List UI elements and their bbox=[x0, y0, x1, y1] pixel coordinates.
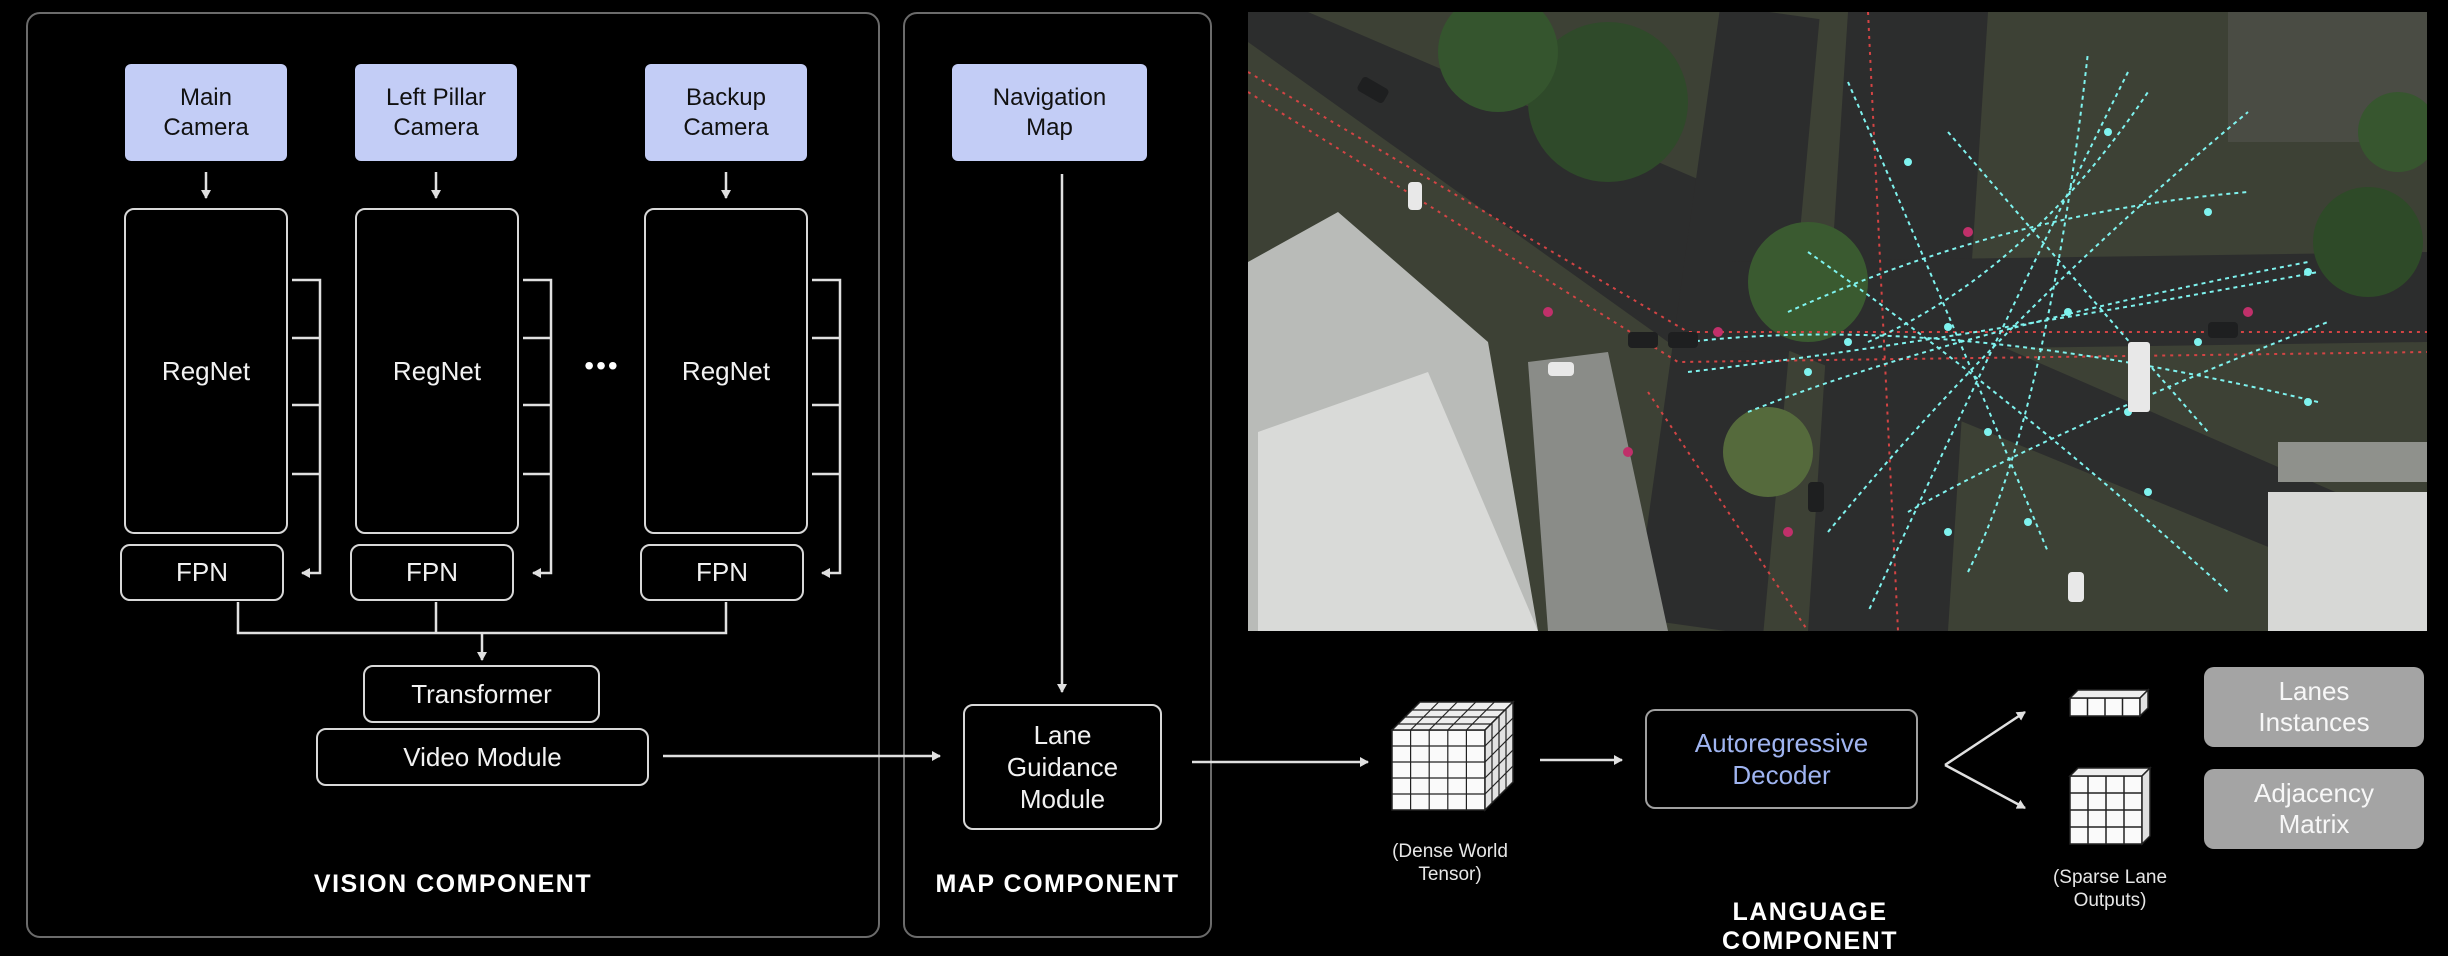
transformer-box: Transformer bbox=[363, 665, 600, 723]
backup-camera-box: Backup Camera bbox=[645, 64, 807, 161]
adjacency-matrix-box: Adjacency Matrix bbox=[2204, 769, 2424, 849]
autoregressive-decoder-box: Autoregressive Decoder bbox=[1645, 709, 1918, 809]
dense-world-tensor-cube bbox=[1390, 700, 1515, 812]
regnet-box-1: RegNet bbox=[124, 208, 288, 534]
regnet-box-2: RegNet bbox=[355, 208, 519, 534]
main-camera-box: Main Camera bbox=[125, 64, 287, 161]
sparse-lane-output-small-icon bbox=[2068, 688, 2150, 718]
video-module-box: Video Module bbox=[316, 728, 649, 786]
left-pillar-camera-box: Left Pillar Camera bbox=[355, 64, 517, 161]
lane-guidance-module-box: Lane Guidance Module bbox=[963, 704, 1162, 830]
feature-bracket-3 bbox=[812, 278, 842, 578]
vision-component-title: VISION COMPONENT bbox=[313, 870, 593, 898]
sparse-lane-outputs-caption: (Sparse Lane Outputs) bbox=[2052, 867, 2168, 911]
regnet-box-3: RegNet bbox=[644, 208, 808, 534]
sparse-lane-output-grid-icon bbox=[2068, 766, 2152, 846]
fpn-box-1: FPN bbox=[120, 544, 284, 601]
map-component-panel bbox=[903, 12, 1212, 938]
dense-world-tensor-caption: (Dense World Tensor) bbox=[1392, 841, 1508, 885]
fpn-box-3: FPN bbox=[640, 544, 804, 601]
navigation-map-box: Navigation Map bbox=[952, 64, 1147, 161]
lanes-instances-box: Lanes Instances bbox=[2204, 667, 2424, 747]
aerial-intersection-illustration bbox=[1248, 12, 2427, 631]
language-component-title: LANGUAGE COMPONENT bbox=[1722, 898, 1898, 955]
vision-component-panel bbox=[26, 12, 880, 938]
ellipsis-dots: ••• bbox=[584, 350, 620, 381]
feature-bracket-1 bbox=[292, 278, 322, 578]
aerial-lane-graph-image bbox=[1248, 12, 2427, 631]
map-component-title: MAP COMPONENT bbox=[935, 870, 1180, 898]
feature-bracket-2 bbox=[523, 278, 553, 578]
fpn-box-2: FPN bbox=[350, 544, 514, 601]
